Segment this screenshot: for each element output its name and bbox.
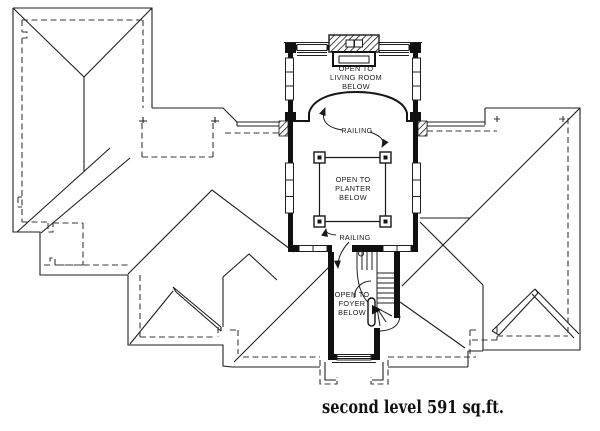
label-open-living-1: OPEN TO — [339, 64, 374, 73]
planter-post-core — [383, 219, 388, 224]
right-wing-corner-bay — [491, 288, 580, 339]
label-open-planter-3: BELOW — [339, 193, 367, 202]
lower-roof-left — [127, 189, 331, 363]
window-top-right — [378, 44, 410, 51]
entry-porch — [230, 329, 478, 385]
staircase — [356, 250, 401, 332]
connecting-roof-right-solid — [426, 121, 485, 127]
stair-treads — [376, 252, 394, 308]
left-wing-roof — [12, 7, 320, 368]
connecting-roof-left-solid — [139, 107, 279, 127]
tower-mid-post-left — [285, 112, 296, 122]
hatch-block-left — [278, 120, 289, 137]
right-wing-roof — [399, 107, 581, 367]
label-railing-upper: RAILING — [341, 126, 372, 135]
hearth-inner — [338, 55, 370, 64]
window-top-left — [296, 44, 328, 51]
left-wing-hip-lines — [12, 7, 153, 234]
planter-post-core — [383, 155, 388, 160]
leader-railing-lower-to-planter — [321, 228, 337, 238]
label-open-living-3: BELOW — [342, 82, 370, 91]
connecting-roof-left — [139, 107, 279, 158]
right-wing-hip-lines — [399, 107, 581, 349]
tower-right-wall — [413, 45, 418, 252]
window-right-upper — [412, 57, 421, 101]
door-direction-arrow — [372, 305, 382, 315]
window-top-left-sills — [297, 52, 327, 56]
flue-left — [345, 39, 355, 48]
window-left-upper-bars — [285, 71, 294, 87]
label-leaders — [319, 107, 389, 269]
right-wing-dashed-walls — [472, 116, 569, 341]
label-open-living-2: LIVING ROOM — [330, 73, 382, 82]
label-railing-lower: RAILING — [339, 233, 370, 242]
stair-right-wall — [394, 250, 400, 318]
bottom-eave-lines — [324, 361, 468, 381]
leader-railing-upper-to-planter — [369, 131, 389, 148]
hatch-block-right — [417, 120, 428, 137]
flue-right — [354, 39, 363, 48]
window-left-lower — [285, 162, 294, 214]
stem-left-wall — [328, 252, 334, 360]
label-open-planter-2: PLANTER — [335, 184, 371, 193]
window-stem-bottom — [336, 354, 372, 361]
stair-winders — [356, 252, 401, 332]
left-wing-eave-outline — [12, 7, 320, 368]
leader-railing-lower-to-stair — [333, 241, 350, 269]
porch-dashed — [230, 329, 478, 385]
window-stem-bottom-sills — [337, 356, 371, 359]
label-open-planter-1: OPEN TO — [336, 175, 371, 184]
label-open-foyer-3: BELOW — [338, 308, 366, 317]
left-wing-dashed-walls — [17, 19, 144, 266]
planter-post-core — [317, 155, 322, 160]
planter-rails — [318, 156, 387, 223]
stem-right-wall — [374, 328, 380, 360]
tower-windows — [285, 44, 421, 361]
window-right-lower-bars — [412, 179, 421, 197]
right-wing-eave-outline — [467, 107, 581, 367]
window-left-lower-bars — [285, 179, 294, 197]
overlook-railing-arc — [293, 90, 413, 122]
planter-post-cores — [317, 155, 388, 224]
window-top-right-sills — [379, 52, 409, 56]
left-wing-wall-dashed — [17, 19, 144, 266]
tower-mid-post-right — [410, 112, 421, 122]
window-left-upper — [285, 57, 294, 101]
door-swing-arc — [353, 280, 372, 299]
stair-newel-post — [358, 250, 364, 257]
label-open-foyer-2: FOYER — [339, 299, 366, 308]
planter-post-core — [317, 219, 322, 224]
plan-labels: OPEN TO LIVING ROOM BELOW RAILING OPEN T… — [330, 64, 382, 317]
planter-railing — [313, 151, 392, 228]
leader-railing-upper-to-arc — [319, 107, 343, 131]
connecting-roof-right — [426, 121, 497, 132]
tower-left-wall — [288, 45, 293, 252]
window-right-upper-bars — [412, 71, 421, 87]
label-open-foyer-1: OPEN TO — [335, 290, 370, 299]
roof-junction-hatch — [278, 120, 428, 137]
window-right-lower — [412, 162, 421, 214]
fireplace — [328, 34, 380, 67]
lower-roof-left-valleys — [127, 189, 331, 363]
connecting-roof-left-dashed — [141, 123, 279, 158]
plan-caption: second level 591 sq.ft. — [322, 398, 504, 418]
lower-roof-left-dashed — [139, 275, 219, 338]
foyer-door — [353, 280, 382, 327]
